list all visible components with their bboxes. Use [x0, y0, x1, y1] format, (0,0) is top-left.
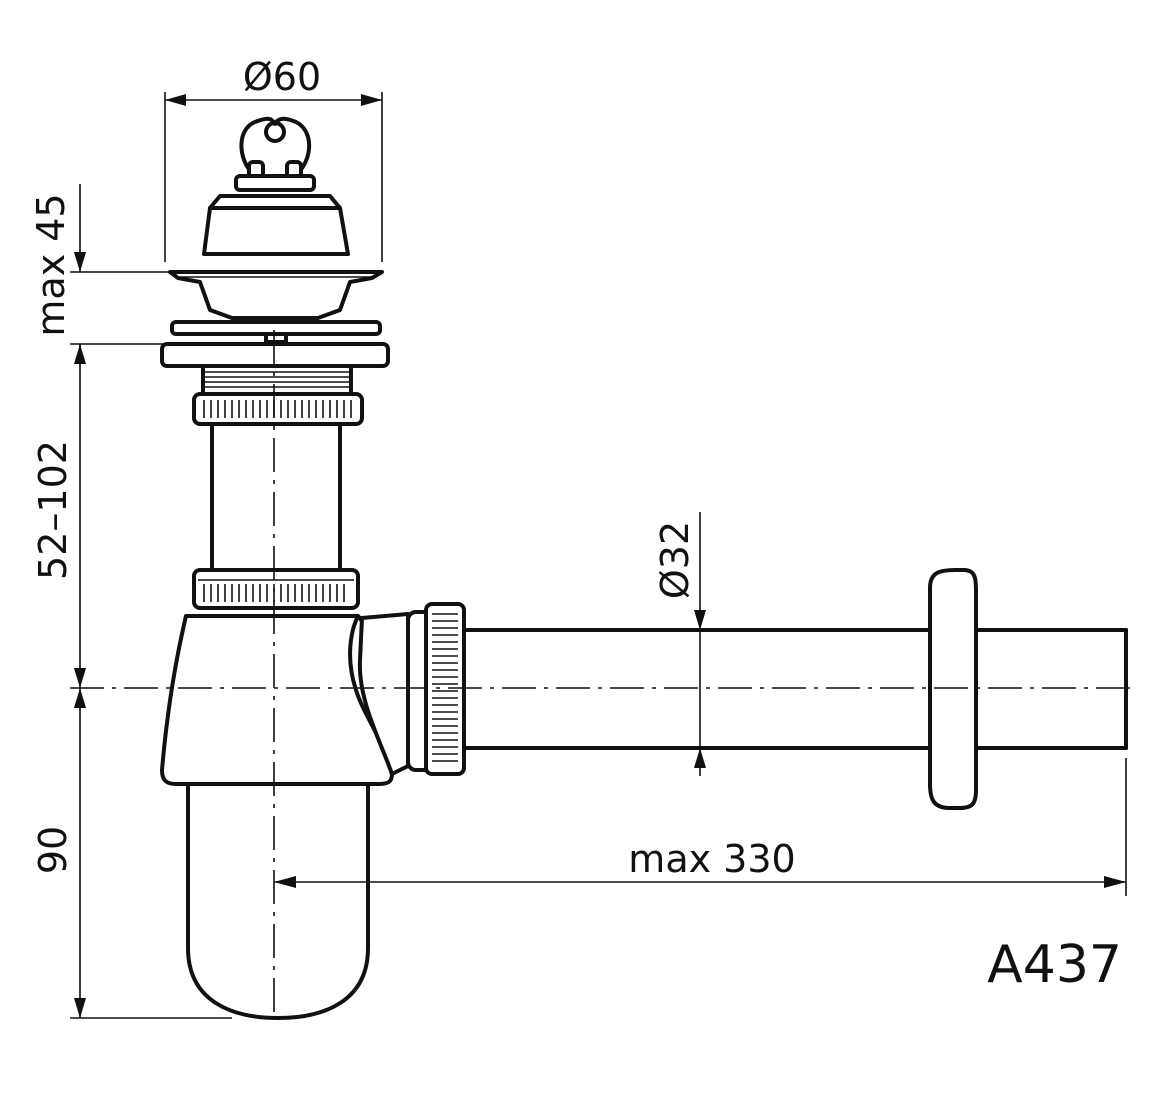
drain-flange: [160, 270, 390, 368]
dimension-adjustable-height: 52–102: [31, 344, 86, 688]
dimension-trap-depth: 90: [31, 688, 232, 1019]
vertical-tube: [210, 422, 342, 572]
dimension-top-diameter: Ø60: [164, 55, 383, 262]
threaded-neck: [201, 364, 353, 396]
center-lines: [70, 330, 1130, 1016]
pipe-diameter-label: Ø32: [653, 521, 697, 599]
max-length-label: max 330: [628, 837, 795, 881]
dimension-pipe-diameter: Ø32: [653, 512, 706, 776]
stopper-height-label: max 45: [29, 193, 73, 336]
top-diameter-label: Ø60: [243, 55, 321, 99]
wall-rosette: [928, 568, 1128, 810]
upper-nut: [192, 392, 364, 426]
outlet-connector: [357, 602, 466, 776]
adjustable-height-label: 52–102: [31, 440, 75, 580]
dimension-stopper-height: max 45: [29, 184, 172, 364]
drain-stopper: [202, 116, 350, 256]
dimension-max-length: max 330: [274, 758, 1127, 896]
model-number: A437: [987, 935, 1122, 995]
lower-nut: [192, 568, 360, 610]
trap-body: [160, 614, 394, 1020]
trap-depth-label: 90: [31, 826, 75, 874]
horizontal-pipe: [462, 628, 1128, 750]
